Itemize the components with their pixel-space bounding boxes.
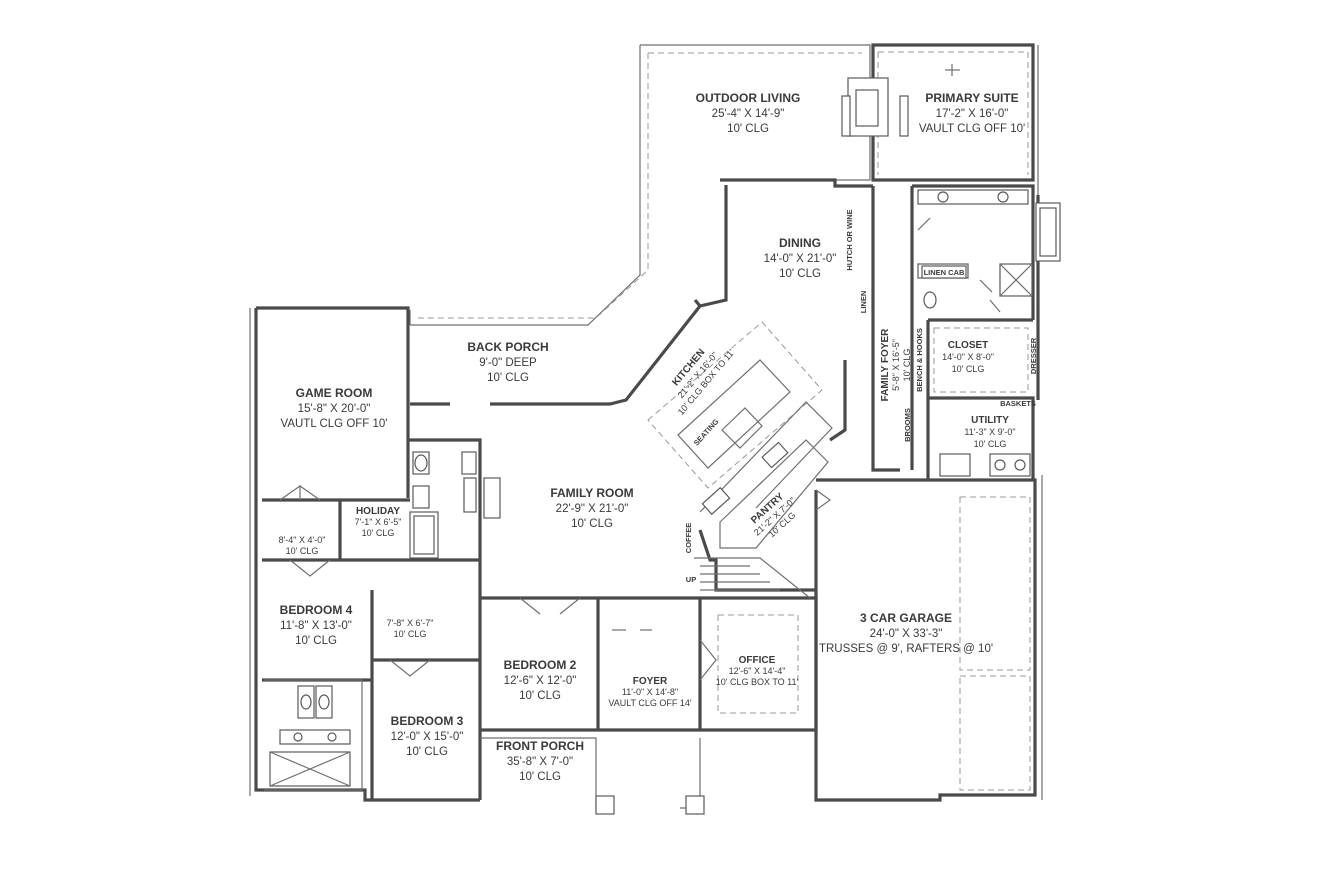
- svg-text:10' CLG: 10' CLG: [779, 268, 821, 280]
- room-bedroom-2: BEDROOM 2 12'-6" X 12'-0" 10' CLG: [504, 658, 577, 702]
- svg-text:10' CLG: 10' CLG: [952, 364, 985, 374]
- room-family-room: FAMILY ROOM 22'-9" X 21'-0" 10' CLG: [550, 486, 633, 530]
- svg-text:3 CAR GARAGE: 3 CAR GARAGE: [860, 611, 952, 625]
- svg-text:PRIMARY SUITE: PRIMARY SUITE: [925, 91, 1018, 105]
- room-family-foyer: FAMILY FOYER 5'-8" X 16'-5" 10' CLG: [880, 328, 912, 402]
- fireplace: [841, 77, 909, 137]
- svg-text:DINING: DINING: [779, 236, 821, 250]
- room-holiday: HOLIDAY 7'-1" X 6'-5" 10' CLG: [355, 506, 402, 538]
- svg-text:11'-8" X 13'-0": 11'-8" X 13'-0": [280, 620, 352, 632]
- svg-text:HOLIDAY: HOLIDAY: [356, 506, 400, 517]
- svg-text:5'-8" X 16'-5": 5'-8" X 16'-5": [891, 339, 901, 391]
- svg-text:25'-4" X 14'-9": 25'-4" X 14'-9": [712, 108, 785, 120]
- svg-text:12'-6" X 12'-0": 12'-6" X 12'-0": [504, 675, 577, 687]
- svg-text:BACK PORCH: BACK PORCH: [467, 340, 548, 354]
- room-foyer: FOYER 11'-0" X 14'-8" VAULT CLG OFF 14': [608, 676, 692, 708]
- coffee-note: COFFEE: [684, 523, 693, 553]
- linen-note: LINEN: [859, 291, 868, 314]
- seating-note: SEATING: [692, 417, 721, 448]
- svg-text:10' CLG: 10' CLG: [286, 546, 319, 556]
- room-office: OFFICE 12'-6" X 14'-4" 10' CLG BOX TO 11…: [716, 655, 799, 687]
- svg-text:7'-1" X 6'-5": 7'-1" X 6'-5": [355, 517, 402, 527]
- svg-text:OFFICE: OFFICE: [739, 655, 776, 666]
- room-primary-suite: PRIMARY SUITE 17'-2" X 16'-0" VAULT CLG …: [919, 91, 1025, 135]
- svg-text:BEDROOM 4: BEDROOM 4: [280, 603, 353, 617]
- room-front-porch: FRONT PORCH 35'-8" X 7'-0" 10' CLG: [496, 739, 584, 783]
- svg-text:17'-2" X 16'-0": 17'-2" X 16'-0": [936, 108, 1009, 120]
- room-pantry: PANTRY 21'-2" X 7'-0" 10' CLG: [749, 491, 797, 539]
- svg-text:11'-0" X 14'-8": 11'-0" X 14'-8": [622, 687, 678, 697]
- dresser-note: DRESSER: [1029, 337, 1038, 374]
- room-bedroom-3: BEDROOM 3 12'-0" X 15'-0" 10' CLG: [391, 714, 464, 758]
- svg-text:10' CLG: 10' CLG: [406, 746, 448, 758]
- room-game-room: GAME ROOM 15'-8" X 20'-0" VAUTL CLG OFF …: [281, 386, 388, 430]
- svg-text:9'-0" DEEP: 9'-0" DEEP: [479, 357, 537, 369]
- svg-text:14'-0" X 8'-0": 14'-0" X 8'-0": [942, 352, 994, 362]
- svg-text:10' CLG: 10' CLG: [571, 518, 613, 530]
- stairs: [694, 557, 811, 599]
- svg-text:7'-8" X 6'-7": 7'-8" X 6'-7": [387, 618, 434, 628]
- svg-text:GAME ROOM: GAME ROOM: [296, 386, 373, 400]
- svg-text:FOYER: FOYER: [633, 676, 668, 687]
- kitchen-layout: [647, 321, 833, 549]
- svg-text:FRONT PORCH: FRONT PORCH: [496, 739, 584, 753]
- svg-text:10' CLG: 10' CLG: [394, 629, 427, 639]
- svg-text:15'-8" X 20'-0": 15'-8" X 20'-0": [298, 403, 371, 415]
- up-note: UP: [686, 575, 696, 584]
- room-utility: UTILITY 11'-3" X 9'-0" 10' CLG: [964, 415, 1015, 449]
- svg-text:14'-0" X 21'-0": 14'-0" X 21'-0": [764, 253, 837, 265]
- svg-text:OUTDOOR LIVING: OUTDOOR LIVING: [696, 91, 801, 105]
- svg-text:TRUSSES @ 9', RAFTERS @ 10': TRUSSES @ 9', RAFTERS @ 10': [819, 643, 993, 655]
- room-closet-b: 7'-8" X 6'-7" 10' CLG: [387, 618, 434, 639]
- svg-text:10' CLG: 10' CLG: [295, 635, 337, 647]
- svg-text:8'-4" X 4'-0": 8'-4" X 4'-0": [279, 535, 326, 545]
- svg-text:35'-8" X 7'-0": 35'-8" X 7'-0": [507, 756, 573, 768]
- svg-text:10' CLG: 10' CLG: [519, 771, 561, 783]
- door-swings: [279, 217, 1001, 681]
- room-storage: 8'-4" X 4'-0" 10' CLG: [279, 535, 326, 556]
- bench-hooks-note: BENCH & HOOKS: [915, 328, 924, 392]
- svg-text:10' CLG: 10' CLG: [519, 690, 561, 702]
- svg-text:VAULT CLG OFF 10': VAULT CLG OFF 10': [919, 123, 1025, 135]
- svg-text:CLOSET: CLOSET: [948, 340, 989, 351]
- outdoor-living-outline: [409, 44, 871, 326]
- svg-text:FAMILY FOYER: FAMILY FOYER: [880, 328, 891, 402]
- hutch-note: HUTCH OR WINE: [845, 209, 854, 270]
- svg-text:22'-9" X 21'-0": 22'-9" X 21'-0": [556, 503, 629, 515]
- svg-text:24'-0" X 33'-3": 24'-0" X 33'-3": [870, 628, 943, 640]
- closet-shelving: [933, 327, 1029, 393]
- primary-suite-walls: [871, 43, 1039, 195]
- svg-text:11'-3" X 9'-0": 11'-3" X 9'-0": [964, 427, 1015, 437]
- room-bedroom-4: BEDROOM 4 11'-8" X 13'-0" 10' CLG: [280, 603, 353, 647]
- svg-text:10' CLG BOX TO 11': 10' CLG BOX TO 11': [716, 677, 799, 687]
- room-garage: 3 CAR GARAGE 24'-0" X 33'-3" TRUSSES @ 9…: [819, 611, 993, 655]
- jack-jill-bath: [264, 679, 363, 791]
- svg-text:VAUTL CLG OFF 10': VAUTL CLG OFF 10': [281, 418, 388, 430]
- svg-text:12'-0" X 15'-0": 12'-0" X 15'-0": [391, 731, 464, 743]
- svg-text:10' CLG: 10' CLG: [727, 123, 769, 135]
- utility-fixtures: [939, 453, 1031, 477]
- linen-cab-note: LINEN CAB: [924, 268, 965, 277]
- baskets-note: BASKETS: [1000, 399, 1036, 408]
- svg-text:UTILITY: UTILITY: [971, 415, 1009, 426]
- room-back-porch: BACK PORCH 9'-0" DEEP 10' CLG: [467, 340, 548, 384]
- svg-text:BEDROOM 2: BEDROOM 2: [504, 658, 577, 672]
- svg-text:BEDROOM 3: BEDROOM 3: [391, 714, 464, 728]
- room-dining: DINING 14'-0" X 21'-0" 10' CLG: [764, 236, 837, 280]
- svg-text:10' CLG: 10' CLG: [487, 372, 529, 384]
- room-outdoor-living: OUTDOOR LIVING 25'-4" X 14'-9" 10' CLG: [696, 91, 801, 135]
- room-closet: CLOSET 14'-0" X 8'-0" 10' CLG: [942, 340, 994, 374]
- svg-text:10' CLG: 10' CLG: [902, 349, 912, 382]
- svg-text:10' CLG: 10' CLG: [362, 528, 395, 538]
- svg-text:FAMILY ROOM: FAMILY ROOM: [550, 486, 633, 500]
- svg-text:12'-6" X 14'-4": 12'-6" X 14'-4": [729, 666, 786, 676]
- hall-bath: [408, 438, 501, 560]
- brooms-note: BROOMS: [903, 408, 912, 442]
- svg-text:10' CLG: 10' CLG: [974, 439, 1007, 449]
- svg-text:VAULT CLG OFF 14': VAULT CLG OFF 14': [608, 698, 692, 708]
